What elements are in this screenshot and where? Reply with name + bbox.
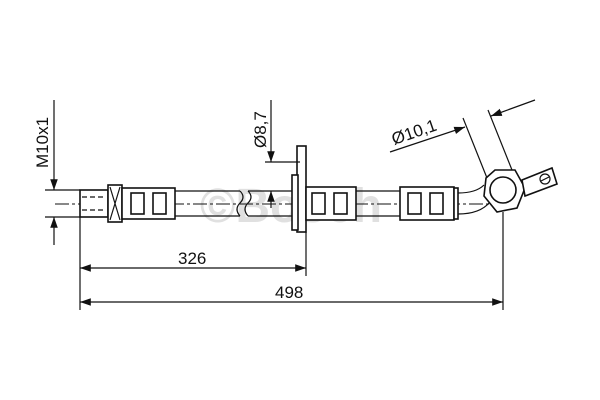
thread-dimension: M10x1: [33, 100, 80, 245]
thread-label: M10x1: [33, 117, 52, 168]
overall-length-label: 498: [275, 283, 303, 302]
middle-sleeve: [305, 186, 400, 221]
length-to-bracket-label: 326: [178, 249, 206, 268]
banjo-diameter-dimension: Ø10,1: [389, 99, 536, 179]
hose-diameter-label: Ø8,7: [251, 111, 270, 148]
left-fitting: [79, 184, 176, 223]
banjo-fitting: [483, 166, 558, 213]
hose-left: [175, 190, 297, 217]
hose-diameter-dimension: Ø8,7: [251, 100, 300, 208]
length-dimensions: 326 498: [79, 212, 504, 310]
mounting-bracket: [291, 145, 307, 233]
right-sleeve: [399, 184, 491, 221]
